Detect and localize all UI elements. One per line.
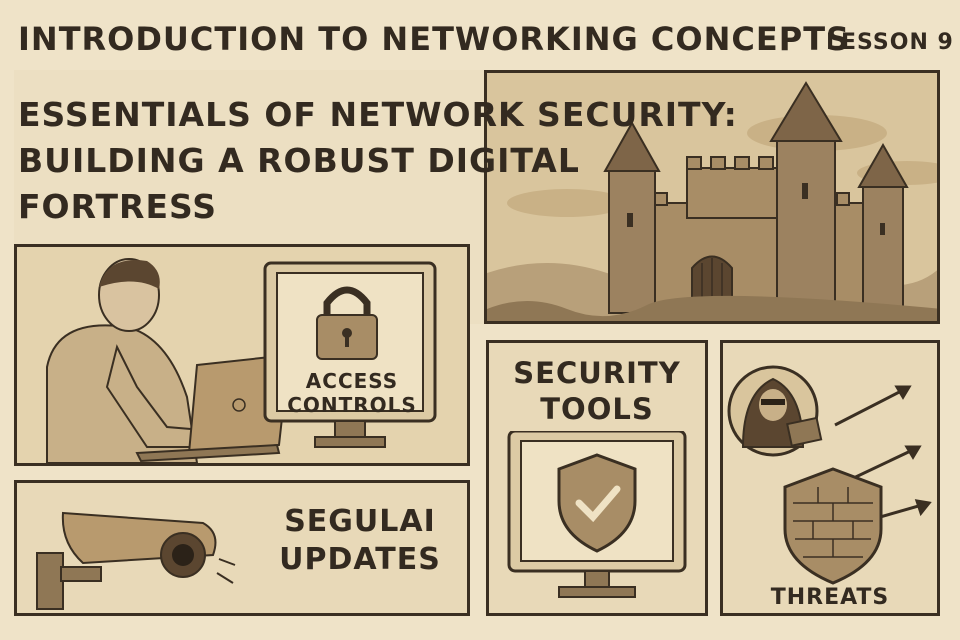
- person-illustration: [46, 258, 228, 463]
- updates-line-2: UPDATES: [279, 542, 441, 577]
- castle-icon: [487, 73, 937, 321]
- hacker-icon: [727, 365, 823, 457]
- security-tools-line-1: SECURITY: [513, 356, 681, 390]
- updates-line-1: SEGULAI: [284, 504, 436, 539]
- security-tools-label: SECURITY TOOLS: [489, 355, 705, 427]
- course-title: INTRODUCTION TO NETWORKING CONCEPTS: [18, 20, 851, 58]
- headline: ESSENTIALS OF NETWORK SECURITY: BUILDING…: [18, 92, 738, 230]
- security-tools-line-2: TOOLS: [540, 392, 654, 426]
- access-line-2: CONTROLS: [287, 393, 417, 417]
- access-illustration: [17, 247, 467, 463]
- headline-line-1: ESSENTIALS OF NETWORK SECURITY:: [18, 95, 738, 134]
- threats-panel: THREATS: [720, 340, 940, 616]
- castle-image-frame: [484, 70, 940, 324]
- updates-label: SEGULAI UPDATES: [275, 503, 445, 579]
- updates-panel: SEGULAI UPDATES: [14, 480, 470, 616]
- access-line-1: ACCESS: [305, 369, 399, 393]
- security-tools-panel: SECURITY TOOLS: [486, 340, 708, 616]
- headline-line-2: BUILDING A ROBUST DIGITAL: [18, 141, 580, 180]
- threats-illustration: [727, 365, 932, 585]
- shield-check-icon: [507, 431, 687, 598]
- access-controls-panel: ACCESS CONTROLS: [14, 244, 470, 466]
- security-camera-icon: [36, 511, 236, 610]
- threats-label: THREATS: [770, 585, 890, 610]
- headline-line-3: FORTRESS: [18, 187, 218, 226]
- brick-shield-icon: [783, 467, 883, 585]
- padlock-icon: [316, 286, 378, 360]
- lesson-number: LESSON 9: [826, 30, 954, 55]
- access-controls-label: ACCESS CONTROLS: [285, 369, 419, 417]
